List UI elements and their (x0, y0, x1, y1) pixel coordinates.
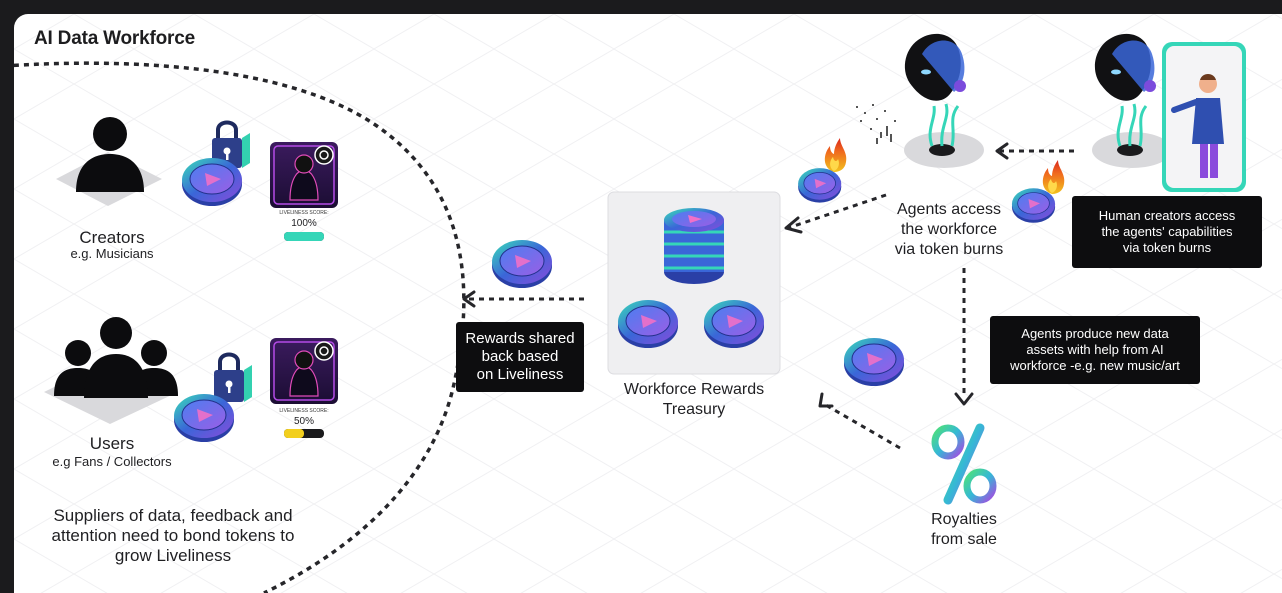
users-sublabel: e.g Fans / Collectors (52, 454, 172, 469)
diagram-title: AI Data Workforce (34, 28, 195, 49)
token-icon (703, 299, 765, 349)
creators-illustration (56, 117, 338, 208)
treasury-label: Workforce Rewards Treasury (623, 381, 765, 418)
arrowhead (995, 142, 1009, 160)
workforce-boundary (14, 61, 466, 593)
nft-avatar-icon (270, 142, 338, 208)
arrowhead (954, 392, 974, 406)
diagram-canvas (14, 33, 1246, 593)
token-icon (491, 239, 553, 289)
token-icon (173, 393, 235, 443)
group-icon (54, 317, 178, 398)
creators-liveliness-label: LIVELINESS SCORE: (279, 210, 329, 216)
arrowhead (462, 290, 476, 308)
users-illustration (44, 317, 338, 443)
agents-produce-box: Agents produce new data assets with help… (990, 316, 1200, 384)
creators-label: Creators (79, 228, 145, 247)
rewards-box: Rewards shared back based on Liveliness (456, 322, 584, 392)
presenter-icon (1171, 74, 1224, 178)
token-icon (181, 157, 243, 207)
diagram-card: AI Data Workforce (14, 14, 1282, 593)
agent-illustration (856, 33, 984, 168)
users-liveliness-bar (284, 429, 324, 438)
person-icon (76, 117, 144, 192)
human-creators-box: Human creators access the agents' capabi… (1072, 196, 1262, 268)
robot-head-icon (1094, 33, 1156, 101)
users-liveliness-score: 50% (293, 416, 314, 427)
users-label: Users (89, 434, 135, 453)
creators-liveliness-score: 100% (291, 218, 317, 229)
treasury-illustration (607, 191, 781, 375)
percent-icon (931, 423, 997, 505)
burn-token-left (797, 138, 847, 203)
arrowhead (784, 216, 803, 234)
royalties-label: Royalties from sale (931, 511, 997, 548)
suppliers-text: Suppliers of data, feedback and attentio… (51, 506, 295, 565)
users-liveliness-label: LIVELINESS SCORE: (279, 408, 329, 414)
data-stream (856, 104, 896, 144)
token-icon (843, 337, 905, 387)
creators-liveliness-bar (284, 232, 324, 241)
arrow-agents-to-treasury (787, 193, 887, 230)
human-creator-illustration (1092, 33, 1246, 192)
creators-sublabel: e.g. Musicians (70, 246, 154, 261)
coin-stack-icon (664, 208, 724, 284)
robot-head-icon (904, 33, 966, 101)
nft-avatar-icon (270, 338, 338, 404)
lock-icon (214, 352, 252, 402)
arrow-royalties-to-treasury (823, 402, 901, 450)
arrowhead (818, 392, 834, 408)
agents-label: Agents access the workforce via token bu… (894, 201, 1004, 258)
token-icon (617, 299, 679, 349)
